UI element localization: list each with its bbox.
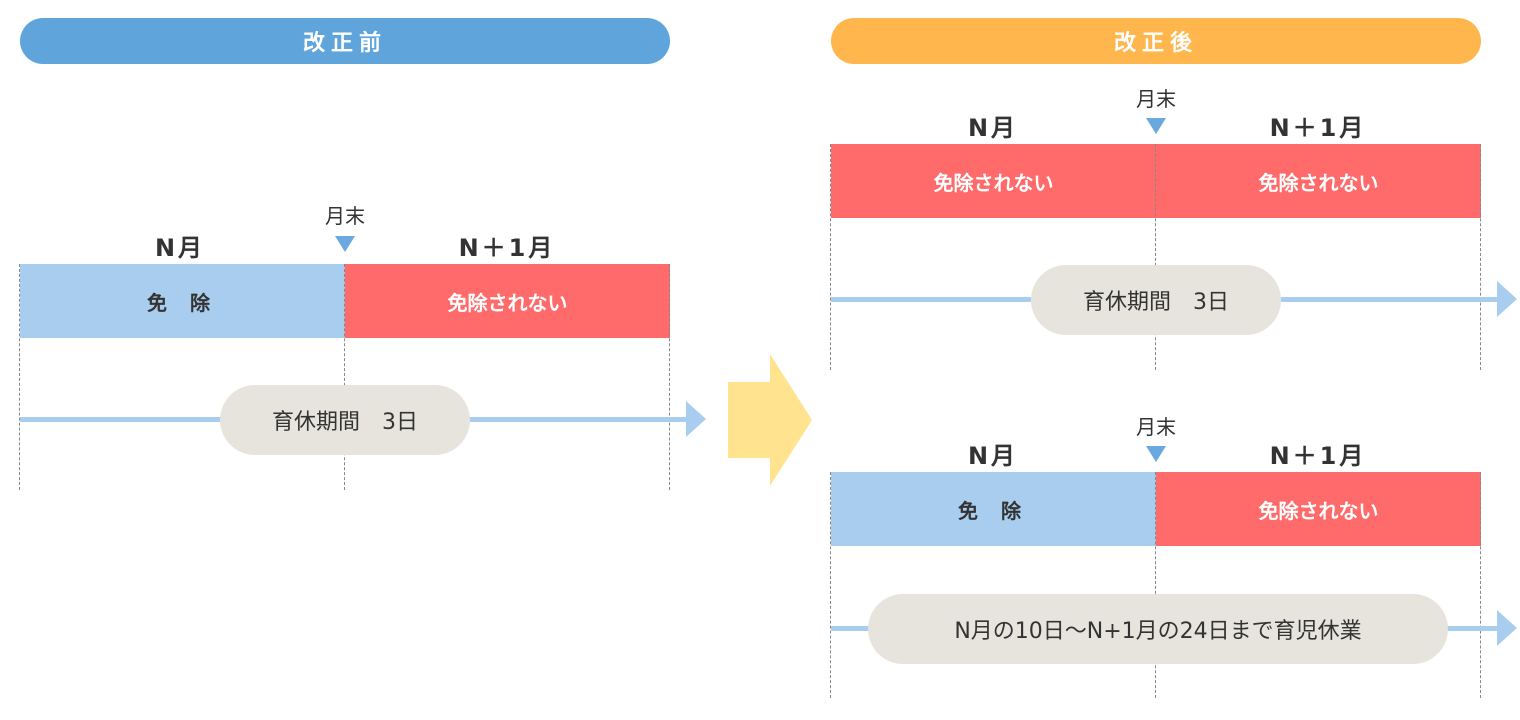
before-divider-right	[669, 264, 670, 490]
after-header-label: 改正後	[1113, 31, 1198, 56]
case1-month-n1: N＋1月	[1269, 114, 1367, 142]
case2-not-exempt-box: 免除されない	[1156, 472, 1481, 546]
before-not-exempt-label: 免除されない	[447, 290, 568, 315]
before-month-end-label: 月末	[325, 204, 365, 228]
case2-month-end-marker-icon	[1146, 446, 1166, 462]
case2-exempt-box: 免 除	[831, 472, 1156, 546]
case2-month-end-label: 月末	[1136, 415, 1176, 439]
before-month-end-marker-icon	[335, 236, 355, 252]
case1-not-exempt-label-left: 免除されない	[933, 170, 1054, 195]
before-timeline-arrow-icon	[686, 401, 706, 437]
case1-period-pill: 育休期間 3日	[1031, 265, 1281, 335]
before-exempt-box: 免 除	[20, 264, 345, 338]
before-not-exempt-box: 免除されない	[345, 264, 670, 338]
case2-month-n: N月	[967, 442, 1019, 470]
case2-month-n1: N＋1月	[1269, 442, 1367, 470]
case2-divider-month-end	[1155, 472, 1156, 698]
before-period-pill: 育休期間 3日	[220, 385, 470, 455]
before-month-n: N月	[154, 234, 206, 262]
case2-divider-right	[1480, 472, 1481, 698]
before-period-label: 育休期間 3日	[272, 410, 418, 435]
before-divider-left	[19, 264, 20, 490]
after-header: 改正後	[831, 18, 1481, 64]
case1-month-end-label: 月末	[1136, 87, 1176, 111]
right-arrow-icon	[728, 354, 812, 486]
case2-timeline-arrow-icon	[1497, 610, 1517, 646]
case1-month-n: N月	[967, 114, 1019, 142]
before-month-n1: N＋1月	[458, 234, 556, 262]
case1-not-exempt-label-right: 免除されない	[1258, 170, 1379, 195]
case2-period-label: N月の10日〜N+1月の24日まで育児休業	[954, 619, 1362, 644]
case2-period-pill: N月の10日〜N+1月の24日まで育児休業	[868, 594, 1448, 664]
case1-not-exempt-box-left: 免除されない	[831, 144, 1156, 218]
case1-divider-right	[1480, 144, 1481, 370]
before-header: 改正前	[20, 18, 670, 64]
before-header-label: 改正前	[302, 31, 387, 56]
before-exempt-label: 免 除	[147, 290, 218, 315]
case1-divider-month-end	[1155, 144, 1156, 370]
case2-not-exempt-label: 免除されない	[1258, 498, 1379, 523]
case1-divider-left	[830, 144, 831, 370]
case2-exempt-label: 免 除	[958, 498, 1029, 523]
case1-period-label: 育休期間 3日	[1083, 290, 1229, 315]
case1-timeline-arrow-icon	[1497, 281, 1517, 317]
case1-not-exempt-box-right: 免除されない	[1156, 144, 1481, 218]
before-divider-month-end	[344, 264, 345, 490]
case1-month-end-marker-icon	[1146, 118, 1166, 134]
case2-divider-left	[830, 472, 831, 698]
